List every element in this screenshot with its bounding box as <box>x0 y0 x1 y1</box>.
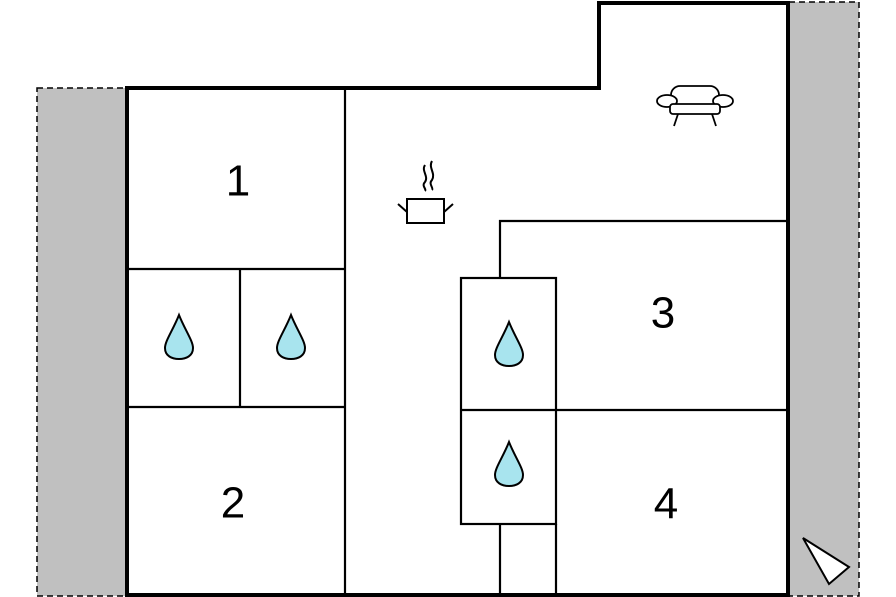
room-1-label: 1 <box>226 157 250 206</box>
water-drop-icon <box>493 439 525 488</box>
terrace-right <box>788 1 860 597</box>
interior-walls <box>127 88 788 595</box>
room-3-label: 3 <box>651 289 675 338</box>
sofa-icon <box>656 85 734 127</box>
room-2-label: 2 <box>221 479 245 528</box>
water-drop-icon <box>275 312 307 361</box>
cooking-pot-icon <box>397 160 454 224</box>
terrace-left <box>36 87 127 597</box>
water-drop-icon <box>493 319 525 368</box>
water-drop-icon <box>163 312 195 361</box>
room-4-label: 4 <box>654 480 678 529</box>
outer-wall <box>125 1 790 597</box>
compass-arrow-icon <box>802 537 851 586</box>
